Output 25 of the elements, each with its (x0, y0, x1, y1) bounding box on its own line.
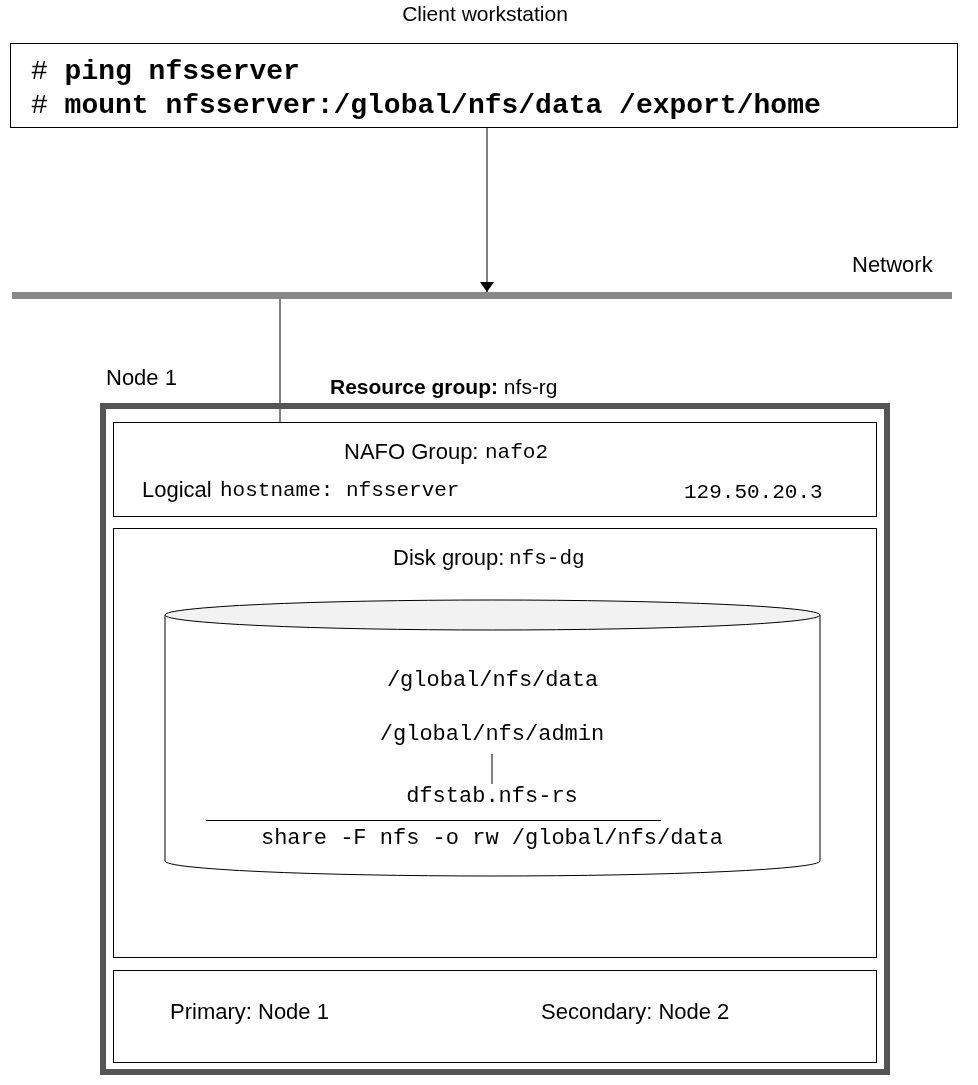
group-value: nafo2 (485, 441, 548, 464)
group-heading: Resource group: nfs-rg (330, 375, 558, 399)
disk-group-box (113, 528, 877, 958)
directory-label: /global/nfs/admin (378, 722, 606, 747)
command-line: share -F nfs -o rw /global/nfs/data (259, 826, 725, 851)
arrow (480, 127, 494, 293)
group-value: nfs-dg (509, 547, 585, 570)
connector-line (279, 298, 281, 423)
command-line: # ping nfsserver (31, 56, 300, 87)
network-label: Network (852, 252, 933, 278)
box-heading: Client workstation (401, 2, 569, 26)
primary-label: Primary: Node 1 (170, 999, 329, 1025)
hostname-value: hostname: nfsserver (220, 479, 460, 502)
file-name: dfstab.nfs-rs (405, 784, 579, 809)
ip-address: 129.50.20.3 (684, 481, 823, 504)
secondary-label: Secondary: Node 2 (541, 999, 730, 1025)
group-label: Disk group: (393, 545, 505, 571)
group-label: NAFO Group: (344, 439, 479, 465)
node-label: Node 1 (106, 365, 177, 391)
connector-line (491, 753, 493, 785)
node-list-box (113, 970, 877, 1063)
directory-label: /global/nfs/data (385, 668, 600, 693)
nafo-group-box (113, 422, 877, 517)
hostname-label: Logical (142, 477, 212, 503)
command-line: # mount nfsserver:/global/nfs/data /export/home (31, 90, 821, 121)
